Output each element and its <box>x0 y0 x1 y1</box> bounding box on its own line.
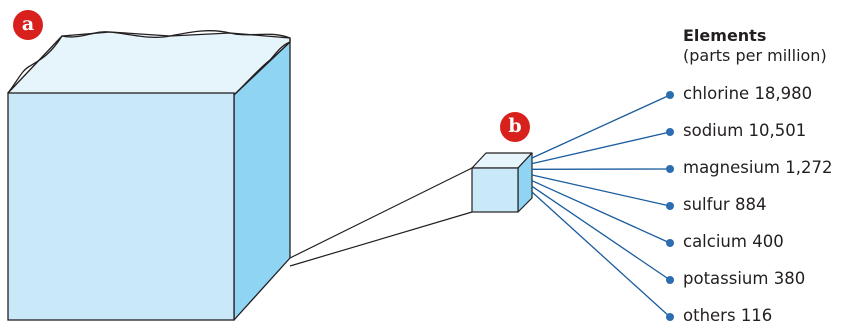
element-name: others <box>683 306 736 325</box>
element-value: 10,501 <box>749 121 807 140</box>
element-name: sulfur <box>683 195 730 214</box>
connector-line <box>532 132 670 164</box>
label-badge-b: b <box>500 112 530 142</box>
connector-dot <box>666 91 674 99</box>
connector-dot <box>666 128 674 136</box>
connector-dot <box>666 276 674 284</box>
small-cube-front-face <box>472 168 518 212</box>
element-value: 400 <box>752 232 784 251</box>
connector-dot <box>666 202 674 210</box>
element-name: sodium <box>683 121 743 140</box>
element-value: 1,272 <box>785 158 832 177</box>
element-value: 18,980 <box>754 84 812 103</box>
connector-dot <box>666 313 674 321</box>
connector-dot <box>666 239 674 247</box>
zoom-line-upper <box>290 168 472 258</box>
elements-title: Elements <box>683 26 766 45</box>
element-name: magnesium <box>683 158 780 177</box>
connector-line <box>532 95 670 158</box>
label-badge-a: a <box>13 10 43 40</box>
connector-dot <box>666 165 674 173</box>
element-value: 884 <box>735 195 767 214</box>
element-name: chlorine <box>683 84 749 103</box>
zoom-line-lower <box>290 212 472 266</box>
element-value: 380 <box>774 269 806 288</box>
element-value: 116 <box>741 306 773 325</box>
element-item: others 116 <box>683 306 772 326</box>
element-connector-lines <box>532 91 674 321</box>
element-item: magnesium 1,272 <box>683 158 832 178</box>
elements-subtitle: (parts per million) <box>683 46 827 65</box>
element-item: potassium 380 <box>683 269 805 289</box>
element-item: chlorine 18,980 <box>683 84 812 104</box>
seawater-large-block <box>8 31 290 320</box>
seawater-small-cube <box>472 153 532 212</box>
element-name: calcium <box>683 232 747 251</box>
large-block-front-face <box>8 93 234 320</box>
element-item: sodium 10,501 <box>683 121 806 141</box>
connector-line <box>532 192 670 317</box>
element-item: sulfur 884 <box>683 195 766 215</box>
element-item: calcium 400 <box>683 232 784 252</box>
element-name: potassium <box>683 269 768 288</box>
